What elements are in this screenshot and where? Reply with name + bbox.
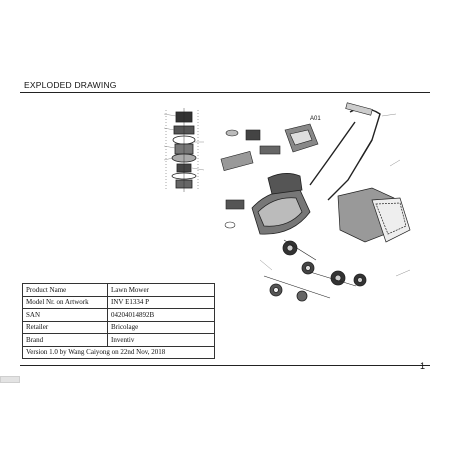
switch-box: A01 xyxy=(284,116,321,153)
table-cell-label: Brand xyxy=(22,333,108,347)
table-cell-value: Inventiv xyxy=(107,333,215,347)
corner-tag xyxy=(0,376,20,383)
table-row: Retailer Bricolage xyxy=(22,320,215,334)
footer-rule xyxy=(20,365,430,366)
version-note: Version 1.0 by Wang Caiyong on 22nd Nov,… xyxy=(22,345,215,359)
table-row: Version 1.0 by Wang Caiyong on 22nd Nov,… xyxy=(22,345,215,359)
small-parts xyxy=(220,129,281,229)
axles xyxy=(263,239,357,299)
table-cell-value: Lawn Mower xyxy=(107,283,215,297)
table-cell-label: Product Name xyxy=(22,283,108,297)
table-cell-label: Model Nr. on Artwork xyxy=(22,295,108,309)
table-cell-value: INV E1334 P xyxy=(107,295,215,309)
page-number: 1 xyxy=(420,361,426,371)
mower-deck xyxy=(251,173,311,235)
table-row: Product Name Lawn Mower xyxy=(22,283,215,297)
callout-label: A01 xyxy=(310,116,321,122)
table-row: Brand Inventiv xyxy=(22,333,215,347)
motor-assembly xyxy=(165,108,199,192)
table-row: Model Nr. on Artwork INV E1334 P xyxy=(22,295,215,309)
product-info-table: Product Name Lawn Mower Model Nr. on Art… xyxy=(22,283,215,359)
table-row: SAN 04204014892B xyxy=(22,308,215,322)
handle-assembly xyxy=(309,102,381,201)
table-cell-value: Bricolage xyxy=(107,320,215,334)
table-cell-value: 04204014892B xyxy=(107,308,215,322)
header-rule xyxy=(20,92,430,93)
page-title: EXPLODED DRAWING xyxy=(24,80,117,90)
table-cell-label: Retailer xyxy=(22,320,108,334)
table-cell-label: SAN xyxy=(22,308,108,322)
exploded-drawing: A01 xyxy=(163,102,411,302)
wheels xyxy=(269,240,367,302)
grass-bag xyxy=(337,187,411,243)
callout-leaders xyxy=(163,113,411,277)
